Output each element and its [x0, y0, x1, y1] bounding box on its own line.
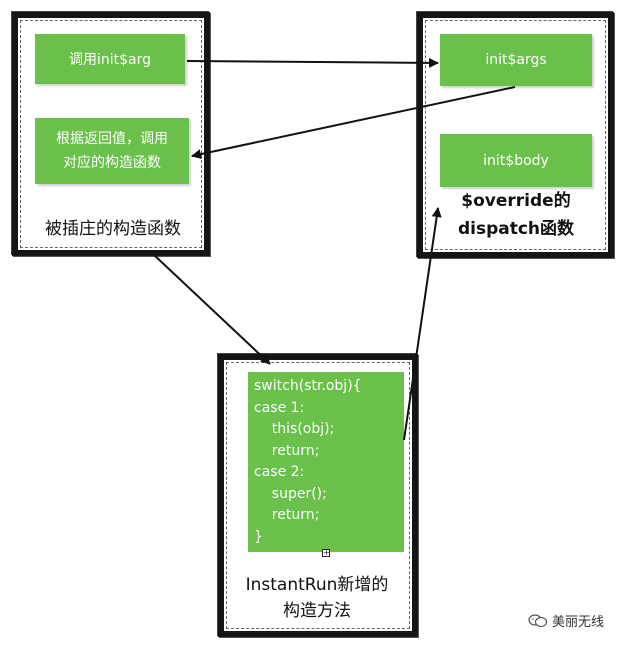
- watermark: 美丽无线: [528, 611, 604, 630]
- init-args-box: init$args: [440, 34, 592, 86]
- override-dispatch-caption-line2: dispatch函数: [457, 219, 575, 239]
- override-dispatch-frame: [417, 12, 614, 258]
- override-dispatch-caption-line1: $override的: [461, 191, 571, 211]
- watermark-text: 美丽无线: [552, 615, 605, 630]
- instantrun-constructor-frame: [218, 354, 418, 637]
- dispatch-constructor-box: 根据返回值，调用 对应的构造函数: [35, 118, 189, 184]
- switch-code-block: switch(str.obj){ case 1: this(obj); retu…: [248, 372, 404, 552]
- instrumented-constructor-caption: 被插庄的构造函数: [45, 219, 181, 239]
- arrow-call-to-init-args: [186, 57, 439, 68]
- instrumented-constructor-frame: [12, 12, 210, 256]
- arrow-instantrun-to-init-body: [403, 207, 442, 441]
- expand-icon: +: [322, 548, 330, 557]
- call-init-arg-box: 调用init$arg: [35, 34, 185, 84]
- arrow-init-args-to-dispatch: [191, 86, 516, 160]
- wechat-icon: [528, 613, 548, 628]
- arrow-constructor-to-instantrun: [152, 253, 271, 365]
- instantrun-caption-line2: 构造方法: [283, 601, 351, 621]
- init-body-box: init$body: [440, 134, 592, 187]
- instantrun-caption-line1: InstantRun新增的: [245, 575, 389, 595]
